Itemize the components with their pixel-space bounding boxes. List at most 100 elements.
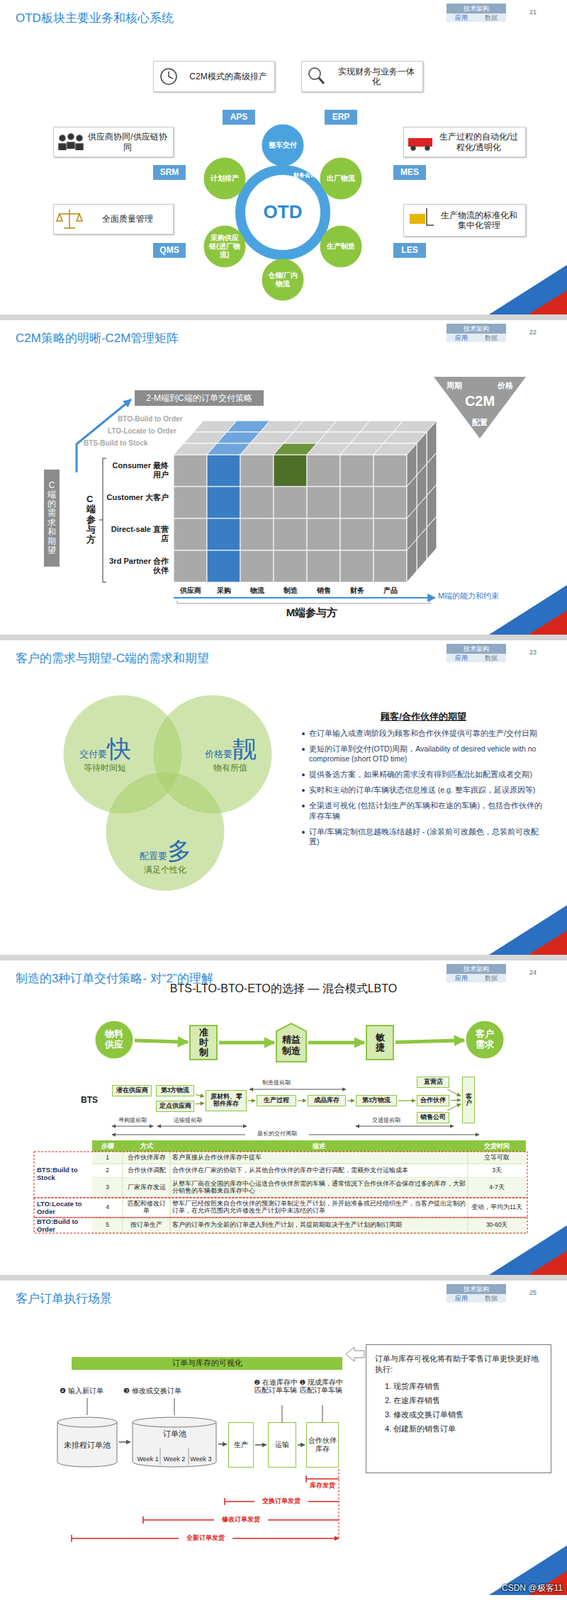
node-text: 3. 修改或交换订单销售 xyxy=(384,1411,464,1421)
node-text: 生产过程 xyxy=(263,1097,290,1105)
node-text: 生产物流的标准化和集中化管理 xyxy=(436,210,521,232)
venn-heading: 价格要靓 xyxy=(204,736,257,763)
node-text: 成品库存 xyxy=(313,1097,340,1105)
page-number: 22 xyxy=(520,328,546,337)
connector xyxy=(218,1444,227,1446)
shipment-label: 全新订单发货 xyxy=(178,1535,233,1543)
node-text: 实现财务与业务一体化 xyxy=(334,66,419,88)
header-tag: 应用 xyxy=(446,13,477,22)
flow-box: 原材料、零部件库存 xyxy=(205,1090,247,1113)
strategy-label: BTO-Build to Order xyxy=(117,415,210,424)
node-text: 物料供应 xyxy=(104,1029,124,1052)
node-text: 运输 xyxy=(274,1441,290,1451)
axis-title: M端参与方 xyxy=(262,606,362,620)
system-box: 生产过程的自动化/过程化/透明化 xyxy=(403,126,526,158)
node-text: 快 xyxy=(107,736,132,763)
drawing-part xyxy=(170,1152,171,1234)
table-cell: 按订单生产 xyxy=(122,1218,171,1234)
table-cell: 1 xyxy=(92,1152,123,1165)
node-text: 订单池 xyxy=(163,1430,187,1440)
flow-box: 生产过程 xyxy=(256,1095,297,1108)
header-tag: 应用 xyxy=(446,333,477,343)
row-label: BTS xyxy=(80,1095,110,1106)
cube-matrix xyxy=(173,420,437,583)
system-box: 全面质量管理 xyxy=(53,204,174,235)
step-label: ❷ 在途库存中匹配订单车辆 xyxy=(253,1379,298,1396)
process-box: 生产 xyxy=(228,1423,254,1469)
node-text: 销售公司 xyxy=(420,1114,446,1122)
connector xyxy=(134,1041,188,1043)
drawing-part xyxy=(206,550,241,583)
flow-box: 合作伙伴 xyxy=(416,1095,450,1108)
node-text: 2. 在途库存销售 xyxy=(384,1396,441,1407)
header-tag: 应用 xyxy=(446,974,477,984)
flow-box: 潜在供应商 xyxy=(111,1085,152,1098)
drawing-part xyxy=(173,486,207,519)
end-circle: 客户需求 xyxy=(465,1021,504,1060)
drawing-part xyxy=(92,1218,526,1234)
table-cell: 匹配和修改订单 xyxy=(122,1198,171,1219)
node-text: 满足个性化 xyxy=(143,865,187,876)
connector xyxy=(450,1100,461,1102)
page-number: 23 xyxy=(520,649,546,658)
header-tag: 数据 xyxy=(476,974,507,984)
node-text: ERP xyxy=(332,111,351,122)
row-label: Customer 大客户 xyxy=(106,493,169,503)
c2m-triangle: 周期价格C2M配置 xyxy=(433,377,526,439)
slide-title: OTD板块主要业务和核心系统 xyxy=(15,11,370,26)
row-label: 3rd Partner 合作伙伴 xyxy=(106,557,169,576)
drawing-part xyxy=(173,518,207,551)
header-tag: 技术架构 xyxy=(446,644,507,655)
node-text: 整车交付 xyxy=(268,141,297,150)
bullet-item: 更短的订单到交付(OTD)周期，Availability of desired … xyxy=(301,744,546,765)
node-text: 价格 xyxy=(497,381,514,391)
node-text: 采购供应链(进厂物流) xyxy=(207,233,242,260)
node-text: Week 3 xyxy=(189,1456,212,1465)
system-tag: APS xyxy=(222,109,256,125)
header-tag: 数据 xyxy=(476,1294,507,1304)
node-text: 配置 xyxy=(433,418,526,428)
slide-title: 客户订单执行场景 xyxy=(15,1292,370,1307)
drawing-part xyxy=(95,1022,134,1060)
table-cell: 客户直接从合作伙伴库存中提车 xyxy=(170,1152,468,1165)
row-label: Consumer 最终用户 xyxy=(106,461,169,480)
bullet-item: 在订单输入或查询阶段为顾客和合作伙伴提供可靠的生产/交付日期 xyxy=(301,728,546,739)
node-text: 客户 xyxy=(465,1094,473,1108)
process-circle: 出厂物流 xyxy=(319,157,363,200)
bullet-item: 订单/车辆定制信息越晚冻结越好 - (涂装前可改颜色，总装前可改配置) xyxy=(301,827,546,847)
system-tag: LES xyxy=(393,243,426,258)
node-text: OTD xyxy=(263,201,303,224)
header-tag: 数据 xyxy=(476,333,507,343)
node-text: 第3方物流 xyxy=(160,1087,190,1096)
drawing-part xyxy=(489,585,567,636)
drawing-part xyxy=(34,1218,528,1234)
drawing-part xyxy=(240,486,274,519)
drawing-part xyxy=(273,518,307,551)
process-circle: 计划排产 xyxy=(203,157,246,200)
process-box: 合作伙伴库存 xyxy=(306,1423,339,1469)
list-heading: 顾客/合作伙伴的期望 xyxy=(301,711,546,723)
drawing-part xyxy=(206,486,241,519)
node-text: 仓储/厂内物流 xyxy=(265,271,300,289)
node-text: 原材料、零部件库存 xyxy=(208,1094,244,1109)
step-label: ❶ 现成库存中匹配订单车辆 xyxy=(299,1379,344,1396)
node-text: 合作伙伴库存 xyxy=(308,1437,337,1455)
node-text: 合作伙伴 xyxy=(420,1097,446,1105)
ring-label: 财务会计 xyxy=(292,172,318,180)
ring-center: OTD xyxy=(254,194,312,231)
table-cell: 合作伙伴库存 xyxy=(122,1152,171,1165)
node-text: 定点供应商 xyxy=(159,1103,192,1111)
drawing-part xyxy=(106,773,225,892)
drawing-part xyxy=(92,1178,526,1199)
drawing-part xyxy=(306,455,341,487)
drawing-part xyxy=(122,1152,124,1234)
otd-ring xyxy=(240,170,326,256)
node-text: Week 1 xyxy=(136,1456,159,1465)
drawing-part xyxy=(92,1164,526,1166)
row-label: Direct-sale 直营店 xyxy=(106,525,169,544)
system-box: C2M模式的高级排产 xyxy=(153,60,275,93)
drawing-part xyxy=(206,455,241,487)
venn-circle: 配置要多满足个性化 xyxy=(105,772,225,892)
end-circle: 物料供应 xyxy=(94,1021,134,1060)
drawing-part xyxy=(373,550,407,583)
